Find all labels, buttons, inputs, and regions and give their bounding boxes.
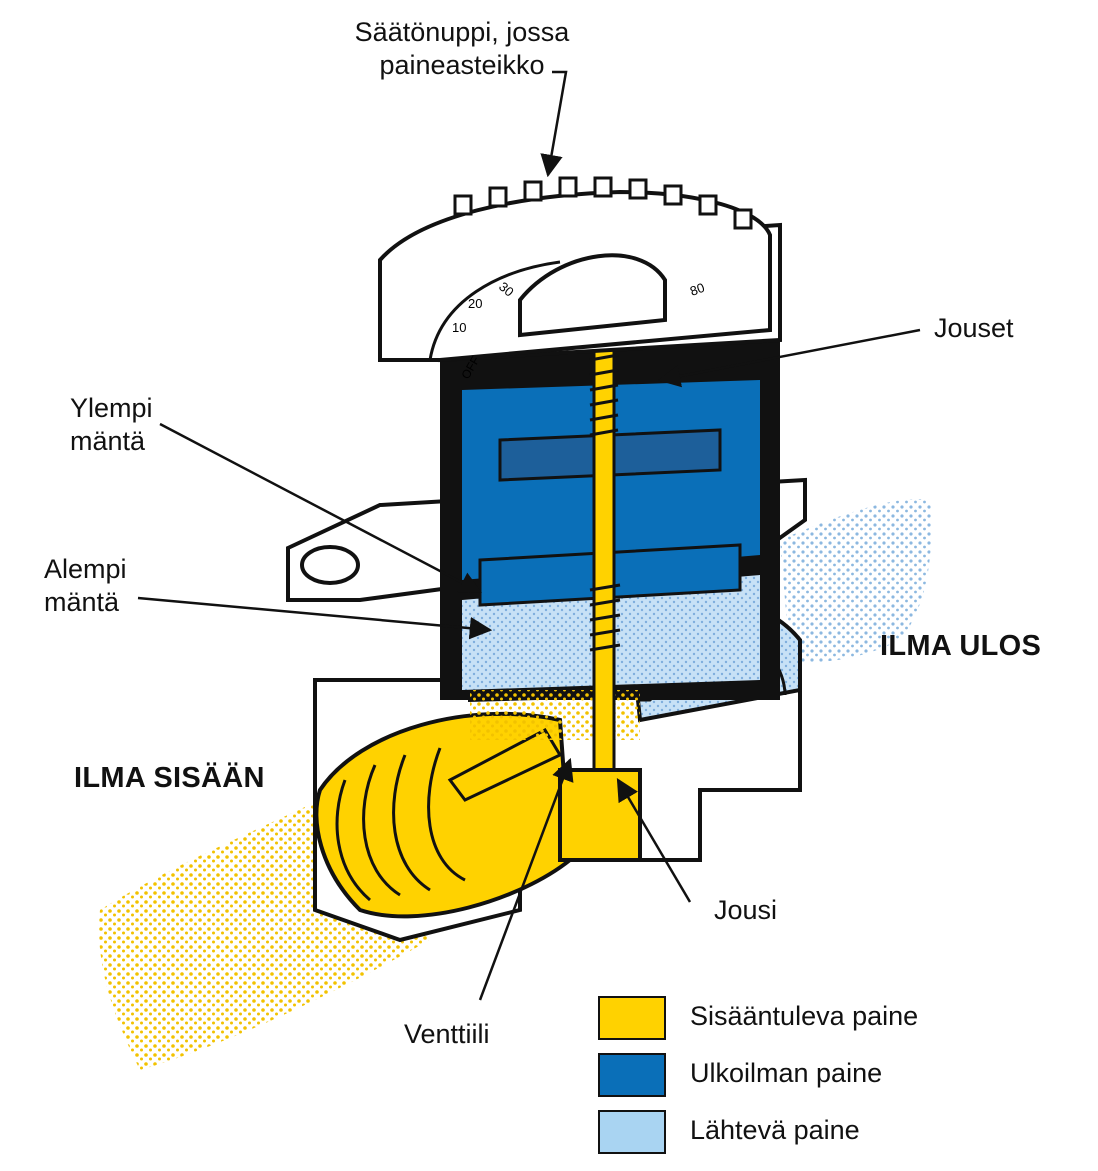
knob-label: Säätönuppi, jossa paineasteikko [326,16,598,82]
upper-piston-label-line2: mäntä [70,426,146,456]
dial-mark-10: 10 [452,320,466,335]
knob-label-line2: paineasteikko [379,50,545,80]
legend-swatch-inlet [598,996,666,1040]
upper-piston-label-line1: Ylempi [70,393,153,423]
legend-label-outlet: Lähtevä paine [690,1115,860,1145]
upper-piston-leader-line [159,422,482,594]
stem-spring-coils [589,583,621,652]
knob-label-line1: Säätönuppi, jossa [354,17,570,47]
legend-swatch-ambient [598,1053,666,1097]
knob-ridges [453,176,753,230]
upper-piston-label: Ylempi mäntä [70,392,153,458]
spring-label: Jousi [714,895,778,925]
knob-leader-line [540,70,568,178]
legend-label-ambient: Ulkoilman paine [690,1058,883,1088]
springs-leader-line [657,328,921,388]
dial-scale-arc [428,260,561,361]
valve-label: Venttiili [404,1019,490,1049]
outlet-air-cloud [780,499,932,662]
dial-mark-80: 80 [688,280,707,299]
legend-swatch-outlet [598,1110,666,1154]
air-out-label: ILMA ULOS [880,630,1042,662]
springs-label: Jouset [934,313,1014,343]
lower-piston-label: Alempi mäntä [44,553,127,619]
valve-seat [558,768,642,862]
spring-leader-line [616,778,692,903]
inlet-flow-arrow [447,728,563,802]
lower-piston-label-line2: mäntä [44,587,120,617]
lower-piston-label-line1: Alempi [44,554,127,584]
lower-piston-leader-line [137,596,493,640]
dial-mark-20: 20 [468,296,482,311]
mounting-hole [300,545,360,585]
valve-leader-line [478,757,574,1001]
legend-label-inlet: Sisääntuleva paine [690,1001,919,1031]
air-in-label: ILMA SISÄÄN [74,762,265,794]
knob-cap [518,253,667,338]
